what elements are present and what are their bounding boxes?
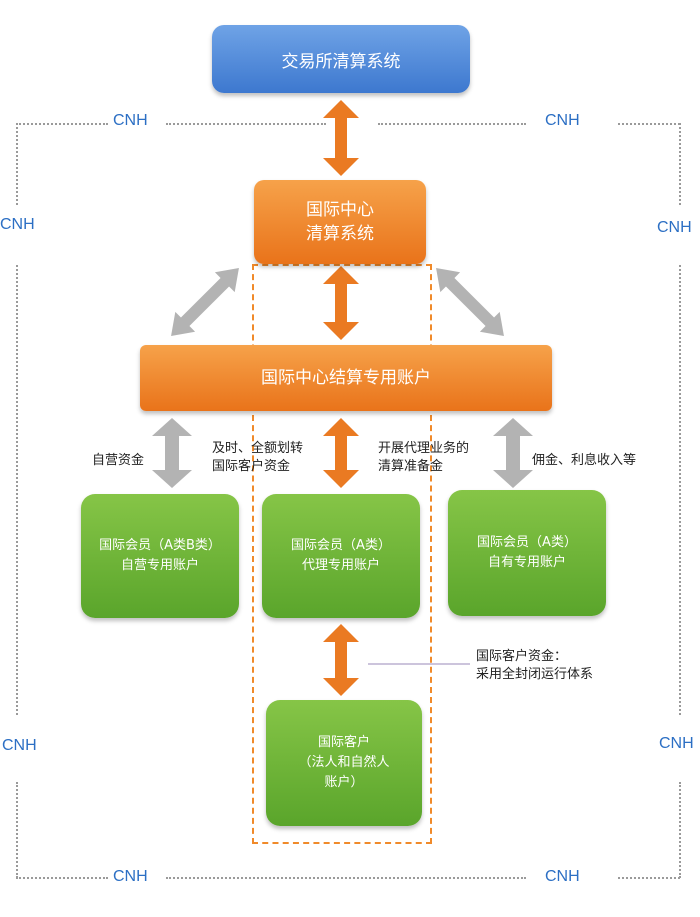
client-line1: 国际客户	[317, 735, 370, 750]
bracket-top-mid-left	[166, 123, 326, 125]
intl-center-line2: 清算系统	[306, 224, 374, 244]
arrow-center-settlement	[323, 266, 359, 340]
arrow-agent-client	[323, 624, 359, 696]
settlement-account-label: 国际中心结算专用账户	[261, 368, 431, 388]
intl-center-line1: 国际中心	[306, 200, 374, 220]
arrow-gray-left	[171, 268, 239, 336]
exchange-clearing-system-label: 交易所清算系统	[281, 51, 401, 72]
bracket-top-right	[618, 123, 680, 125]
agency-line2: 清算准备金	[378, 459, 444, 474]
arrow-settlement-agent	[323, 418, 359, 488]
member-a-own-line1: 国际会员（A类）	[477, 535, 577, 550]
cnh-label-bottom-left: CNH	[113, 868, 148, 885]
arrow-gray-proprietary	[152, 418, 192, 488]
member-a-agent-line2: 代理专用账户	[301, 558, 380, 573]
intl-client-box: 国际客户 （法人和自然人 账户）	[266, 700, 422, 826]
member-a-agent-box: 国际会员（A类） 代理专用账户	[262, 494, 420, 618]
settlement-account-box: 国际中心结算专用账户	[140, 345, 552, 411]
client-funds-note: 国际客户资金： 采用全封闭运行体系	[476, 648, 593, 684]
member-ab-line2: 自营专用账户	[120, 558, 199, 573]
client-funds-line2: 采用全封闭运行体系	[476, 667, 594, 682]
cnh-label-left-lower: CNH	[2, 737, 37, 754]
cnh-label-top-right: CNH	[545, 112, 580, 129]
proprietary-funds-label: 自营资金	[92, 453, 145, 468]
bracket-left-mid	[16, 265, 18, 715]
arrow-gray-commission	[493, 418, 533, 488]
client-line2: （法人和自然人	[298, 755, 390, 770]
member-a-agent-line1: 国际会员（A类）	[291, 538, 391, 553]
commission-label: 佣金、利息收入等	[532, 453, 637, 468]
bracket-top-left	[16, 123, 108, 125]
bracket-right-mid	[679, 265, 681, 715]
client-line3: 账户）	[324, 775, 364, 790]
bracket-bottom-left	[16, 877, 108, 879]
cnh-label-right-upper: CNH	[657, 219, 692, 236]
exchange-clearing-system-box: 交易所清算系统	[212, 25, 470, 93]
agency-note: 开展代理业务的 清算准备金	[378, 440, 469, 476]
arrow-exchange-center	[323, 100, 359, 176]
member-a-own-line2: 自有专用账户	[487, 555, 566, 570]
cnh-label-bottom-right: CNH	[545, 868, 580, 885]
bracket-right-bottom	[679, 782, 681, 878]
bracket-left-bottom	[16, 782, 18, 878]
closed-loop-region	[252, 264, 432, 844]
bracket-bottom-right	[618, 877, 680, 879]
arrow-gray-right	[436, 268, 504, 336]
bracket-top-mid-right	[378, 123, 526, 125]
cnh-label-left-upper: CNH	[0, 216, 35, 233]
transfer-line1: 及时、全额划转	[212, 441, 304, 456]
transfer-note: 及时、全额划转 国际客户资金	[212, 440, 303, 476]
bracket-left-top	[16, 123, 18, 205]
cnh-label-top-left: CNH	[113, 112, 148, 129]
bracket-bottom-mid	[166, 877, 526, 879]
member-ab-line1: 国际会员（A类B类）	[99, 538, 221, 553]
bracket-right-top	[679, 123, 681, 205]
transfer-line2: 国际客户资金	[212, 459, 291, 474]
member-ab-proprietary-box: 国际会员（A类B类） 自营专用账户	[81, 494, 239, 618]
member-a-own-box: 国际会员（A类） 自有专用账户	[448, 490, 606, 616]
intl-center-clearing-box: 国际中心 清算系统	[254, 180, 426, 264]
cnh-label-right-lower: CNH	[659, 735, 694, 752]
client-funds-line1: 国际客户资金：	[476, 649, 568, 664]
agency-line1: 开展代理业务的	[378, 441, 470, 456]
